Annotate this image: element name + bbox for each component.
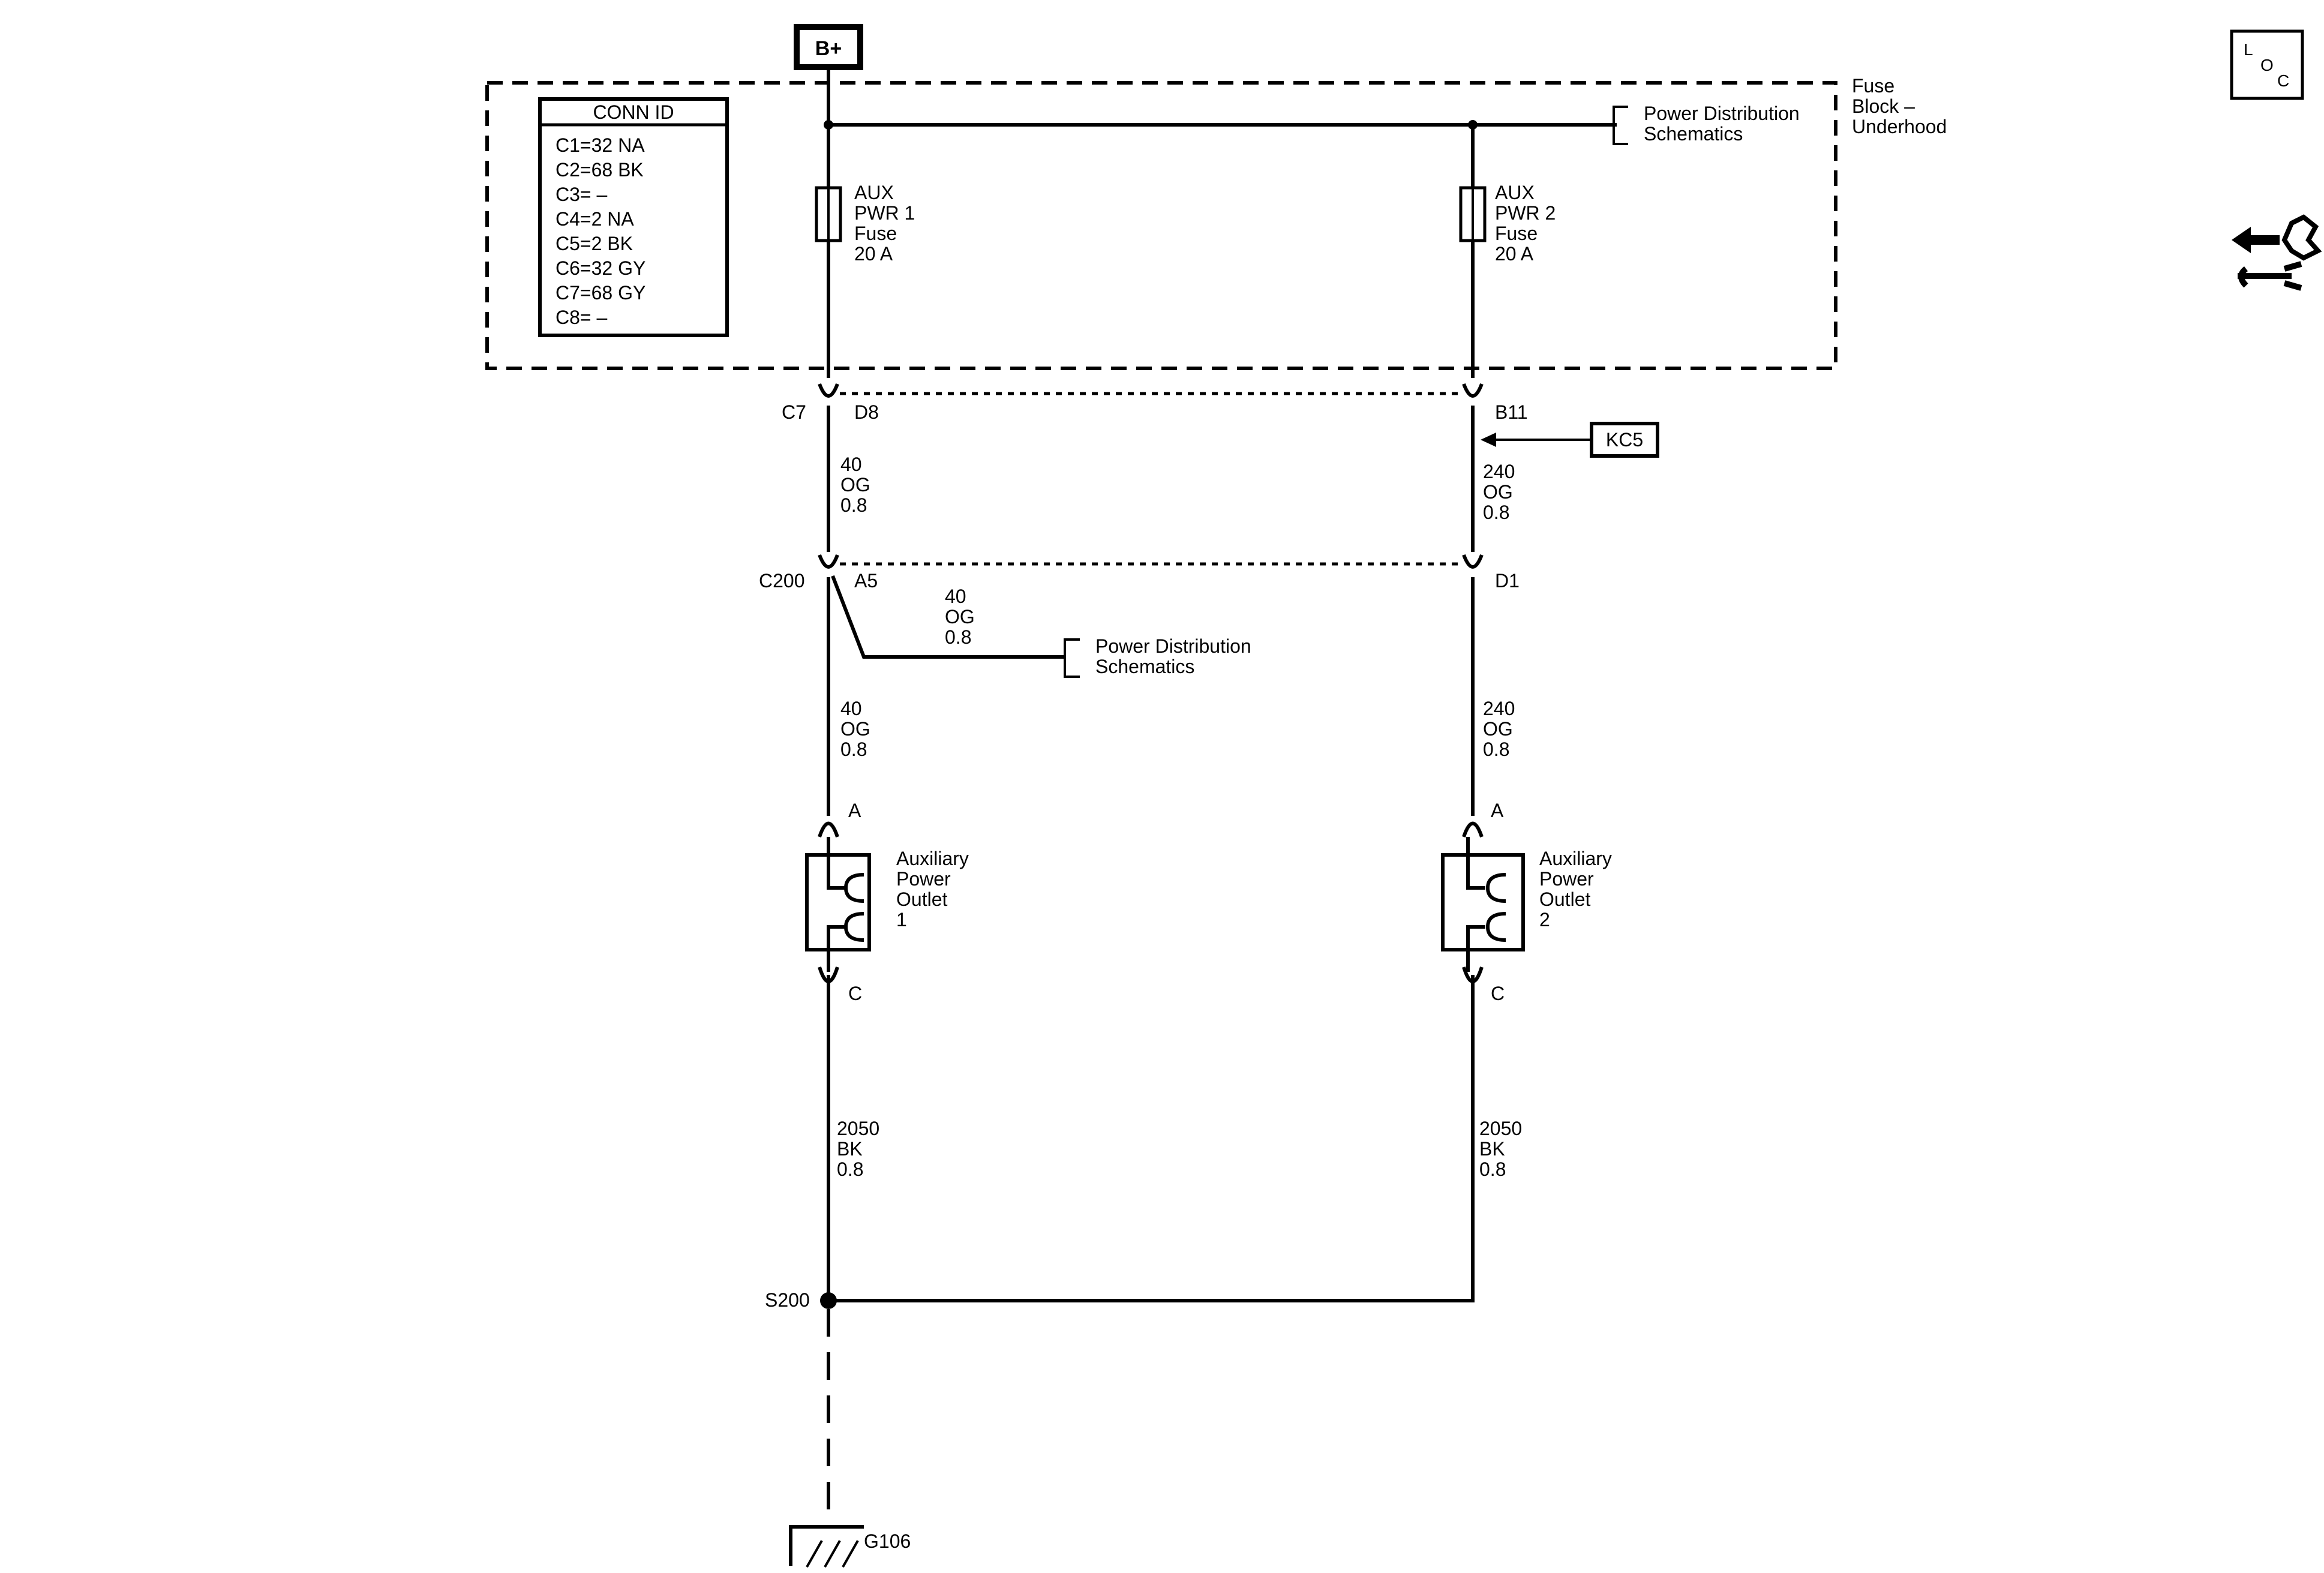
aux-pwr-2-fuse-label: AUX PWR 2 Fuse 20 A	[1495, 182, 1561, 265]
conn-id-row: C7=68 GY	[556, 282, 645, 304]
connector-c200-d1-pin[interactable]	[1462, 554, 1484, 569]
pin-d1-label: D1	[1495, 570, 1520, 592]
svg-text:O: O	[2260, 56, 2274, 74]
connector-c7-d8-pin[interactable]	[818, 383, 839, 398]
auxiliary-power-outlet-2[interactable]	[1441, 821, 1525, 983]
svg-text:Power Distribution Schem: Power Distribution Schematics	[1095, 635, 1257, 677]
kc5-option-badge[interactable]: KC5	[1590, 422, 1659, 458]
svg-text:B+: B+	[815, 37, 842, 60]
svg-text:KC5: KC5	[1606, 429, 1643, 451]
conn-id-row: C5=2 BK	[556, 233, 633, 254]
auxiliary-power-outlet-1[interactable]	[805, 821, 871, 983]
svg-text:C: C	[2277, 71, 2289, 90]
aux-pwr-1-fuse-label: AUX PWR 1 Fuse 20 A	[854, 182, 920, 265]
svg-text:Power Distribution Schem: Power Distribution Schematics	[1644, 103, 1805, 145]
conn-id-row: C1=32 NA	[556, 134, 645, 156]
wire-240-og-upper-label: 240 OG 0.8	[1483, 461, 1520, 523]
outlet-2-pin-c: C	[1491, 983, 1505, 1004]
pin-d8-label: D8	[854, 401, 879, 423]
wire-2050-bk-right-label: 2050 BK 0.8	[1479, 1118, 1527, 1180]
loc-icon[interactable]: L O C	[2230, 29, 2304, 100]
fuse-block-label: Fuse Block – Underhood	[1852, 75, 1947, 137]
wire-240-og-lower-label: 240 OG 0.8	[1483, 698, 1520, 760]
outlet-1-pin-c: C	[848, 983, 862, 1004]
conn-id-row: C2=68 BK	[556, 159, 644, 181]
pin-a5-label: A5	[854, 570, 878, 592]
wire-2050-bk-left-label: 2050 BK 0.8	[837, 1118, 885, 1180]
wire-40-og-lower-label: 40 OG 0.8	[840, 698, 876, 760]
splice-s200-label: S200	[765, 1289, 810, 1311]
connector-c7-label: C7	[782, 401, 806, 423]
connector-c200-a5-pin[interactable]	[818, 554, 839, 569]
conn-id-title: CONN ID	[593, 101, 674, 123]
connector-c7-b11-pin[interactable]	[1462, 383, 1484, 398]
splice-s200[interactable]	[820, 1292, 837, 1309]
fuse-block-enclosure	[485, 81, 1837, 370]
outlet-1-label: Auxiliary Power Outlet 1	[896, 848, 974, 930]
pin-b11-label: B11	[1495, 401, 1528, 423]
battery-positive-label[interactable]: B+	[794, 24, 863, 70]
bus-junction	[824, 120, 833, 130]
connector-repair-icon[interactable]	[2232, 214, 2322, 291]
ground-g106-symbol[interactable]	[789, 1525, 864, 1568]
kc5-arrow-head	[1481, 433, 1496, 447]
conn-id-row: C6=32 GY	[556, 257, 645, 279]
wire-40-og-branch-label: 40 OG 0.8	[945, 586, 980, 648]
outlet-1-pin-a: A	[848, 800, 861, 821]
ground-g106-label: G106	[864, 1530, 911, 1552]
conn-id-row: C3= –	[556, 184, 607, 205]
wire-40-og-branch	[831, 575, 1065, 659]
wire-40-og-upper-label: 40 OG 0.8	[840, 454, 876, 516]
outlet-2-label: Auxiliary Power Outlet 2	[1539, 848, 1617, 930]
power-distribution-ref-bottom[interactable]: Power Distribution Schematics	[1064, 635, 1257, 678]
connector-c200-label: C200	[759, 570, 805, 592]
svg-text:L: L	[2244, 40, 2253, 59]
outlet-2-pin-a: A	[1491, 800, 1504, 821]
power-distribution-ref-top[interactable]: Power Distribution Schematics	[1613, 103, 1805, 145]
conn-id-row: C8= –	[556, 307, 607, 328]
conn-id-table: CONN ID C1=32 NA C2=68 BK C3= – C4=2 NA …	[538, 97, 729, 337]
conn-id-row: C4=2 NA	[556, 208, 634, 230]
